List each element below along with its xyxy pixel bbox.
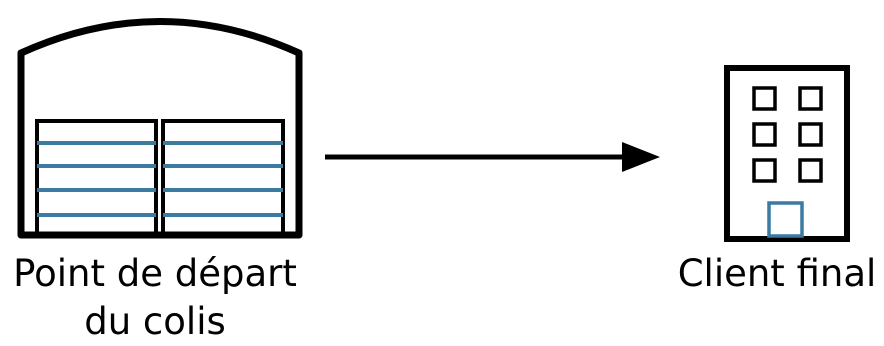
origin-label-line1: Point de départ (13, 252, 297, 295)
building-outline (724, 65, 850, 242)
origin-label-line2: du colis (84, 300, 226, 343)
arrow-right-icon (325, 142, 660, 172)
warehouse-outline (17, 18, 303, 239)
building-windows (752, 86, 823, 183)
warehouse-shelf-left (35, 119, 158, 237)
office-building-icon (724, 65, 850, 242)
warehouse-shelf-right (161, 119, 285, 237)
origin-label: Point de départ du colis (0, 250, 310, 346)
building-door (767, 201, 804, 238)
destination-label: Client final (677, 252, 877, 295)
warehouse-icon (17, 18, 303, 239)
